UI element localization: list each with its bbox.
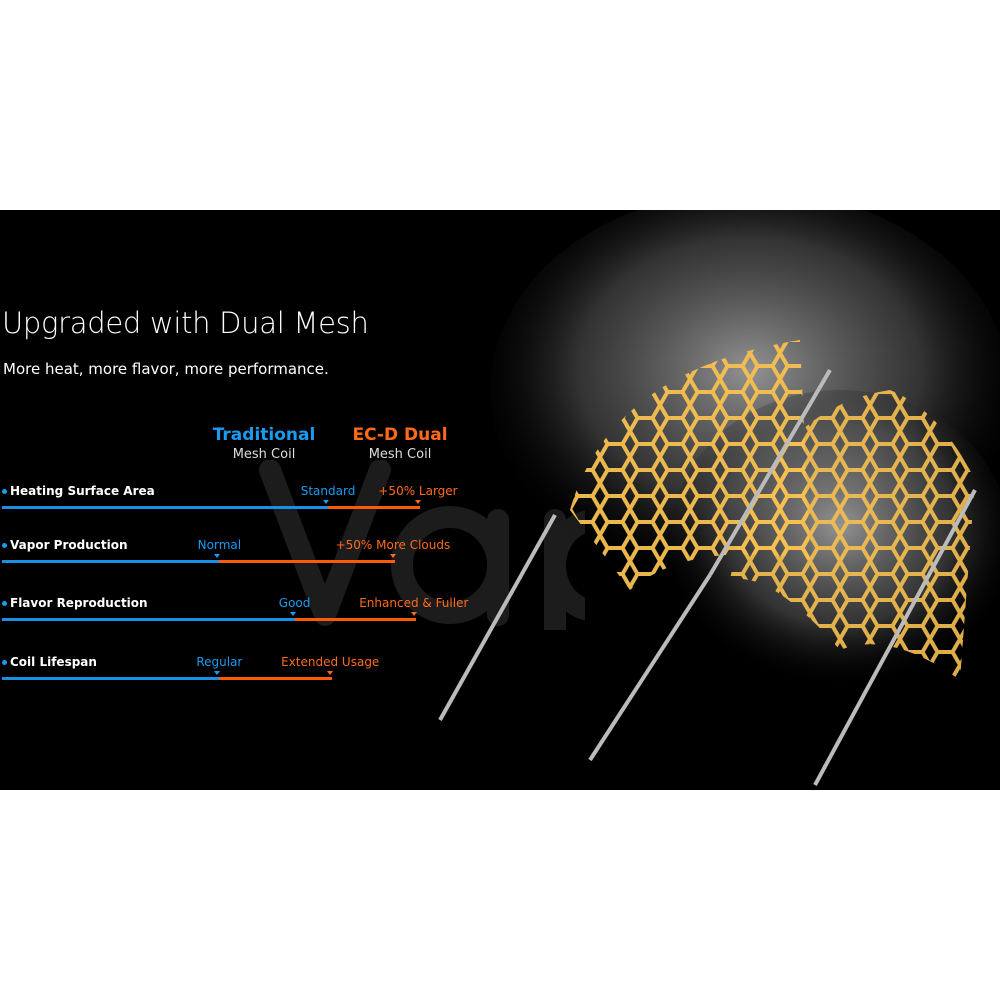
traditional-subtitle: Mesh Coil [232,447,296,462]
dual-marker-icon [410,612,417,616]
row-label: Heating Surface Area [10,484,155,498]
traditional-bar [2,618,295,621]
mesh-right [730,390,975,680]
page-subtitle: More heat, more flavor, more performance… [3,360,329,378]
product-banner: Upgraded with Dual Mesh More heat, more … [0,210,1000,790]
bullet-icon [2,601,7,606]
bullet-icon [2,489,7,494]
traditional-marker-icon [289,612,296,616]
row-label: Flavor Reproduction [10,596,148,610]
comparison-row: Vapor Production Normal +50% More Clouds [0,538,470,578]
traditional-title: Traditional [212,425,316,445]
traditional-marker-icon [214,554,221,558]
row-label: Vapor Production [10,538,128,552]
traditional-marker-icon [323,500,330,504]
dual-value: Enhanced & Fuller [359,596,469,610]
bullet-icon [2,660,7,665]
dual-bar [328,506,420,509]
dual-bar [219,677,333,680]
dual-marker-icon [389,554,396,558]
traditional-bar [2,506,329,509]
dual-value: +50% Larger [378,484,458,498]
dual-bar [219,560,395,563]
dual-bar [294,618,416,621]
traditional-value: Good [278,596,311,610]
traditional-value: Regular [196,655,243,669]
dual-mesh-coil-illustration [438,210,1000,786]
traditional-value: Normal [197,538,242,552]
traditional-column-header: Traditional Mesh Coil [202,425,326,462]
traditional-value: Standard [300,484,356,498]
dual-marker-icon [415,500,421,504]
comparison-row: Heating Surface Area Standard +50% Larger [0,484,470,524]
dual-column-header: EC-D Dual Mesh Coil [338,425,462,462]
comparison-row: Coil Lifespan Regular Extended Usage [0,655,470,695]
dual-marker-icon [327,671,334,675]
coil-wires [438,368,977,786]
dual-value: +50% More Clouds [335,538,451,552]
row-label: Coil Lifespan [10,655,97,669]
comparison-row: Flavor Reproduction Good Enhanced & Fuller [0,596,470,636]
traditional-bar [2,677,220,680]
bullet-icon [2,543,7,548]
dual-value: Extended Usage [281,655,380,669]
traditional-marker-icon [214,671,221,675]
dual-subtitle: Mesh Coil [368,447,432,462]
dual-title: EC-D Dual [352,425,448,445]
page-title: Upgraded with Dual Mesh [2,306,369,340]
traditional-bar [2,560,220,563]
